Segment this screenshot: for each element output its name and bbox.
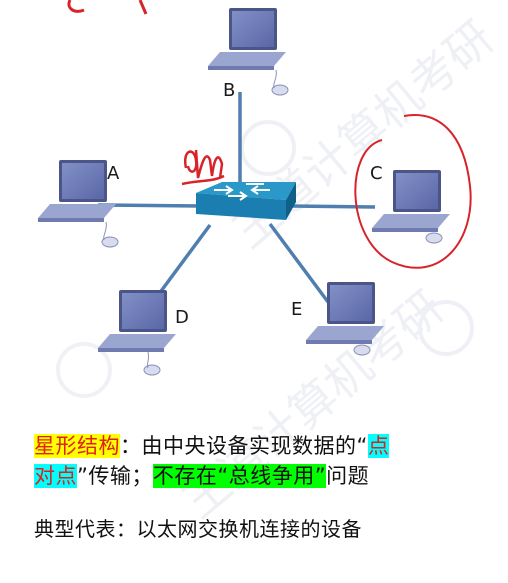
node-label-a: A (107, 163, 120, 184)
node-label-e: E (291, 299, 303, 320)
node-label-c: C (370, 163, 383, 184)
laptop-c-icon (372, 170, 450, 244)
laptop-e-icon (306, 282, 384, 356)
switch-icon (196, 182, 296, 220)
point-term-part2: 对点 (34, 464, 77, 488)
svg-text:王道计算机考研: 王道计算机考研 (172, 280, 453, 528)
laptop-a-icon (38, 160, 119, 248)
top-scribble (67, 0, 148, 15)
link-e (268, 222, 330, 304)
link-c (289, 204, 376, 209)
description-line-2: 对点”传输；不存在“总线争用”问题 (34, 460, 369, 490)
typical-example: 典型代表：以太网交换机连接的设备 (34, 517, 362, 541)
line1-body: ：由中央设备实现数据的“ (120, 434, 368, 458)
laptop-b-icon (208, 8, 289, 96)
star-structure-term: 星形结构 (34, 434, 120, 458)
node-label-d: D (175, 307, 189, 328)
laptop-d-icon (98, 290, 176, 376)
annotation-circle (354, 114, 472, 269)
no-bus-contention-term: 不存在“总线争用” (152, 464, 327, 488)
description-line-3: 典型代表：以太网交换机连接的设备 (34, 513, 362, 542)
handwritten-scribble (181, 149, 225, 186)
node-label-b: B (223, 80, 236, 101)
description-line-1: 星形结构：由中央设备实现数据的“点 (34, 430, 390, 460)
line2-tail: 问题 (326, 464, 370, 488)
link-a (97, 203, 201, 208)
point-term-part1: 点 (367, 434, 390, 458)
line2-body: ”传输； (77, 464, 153, 488)
